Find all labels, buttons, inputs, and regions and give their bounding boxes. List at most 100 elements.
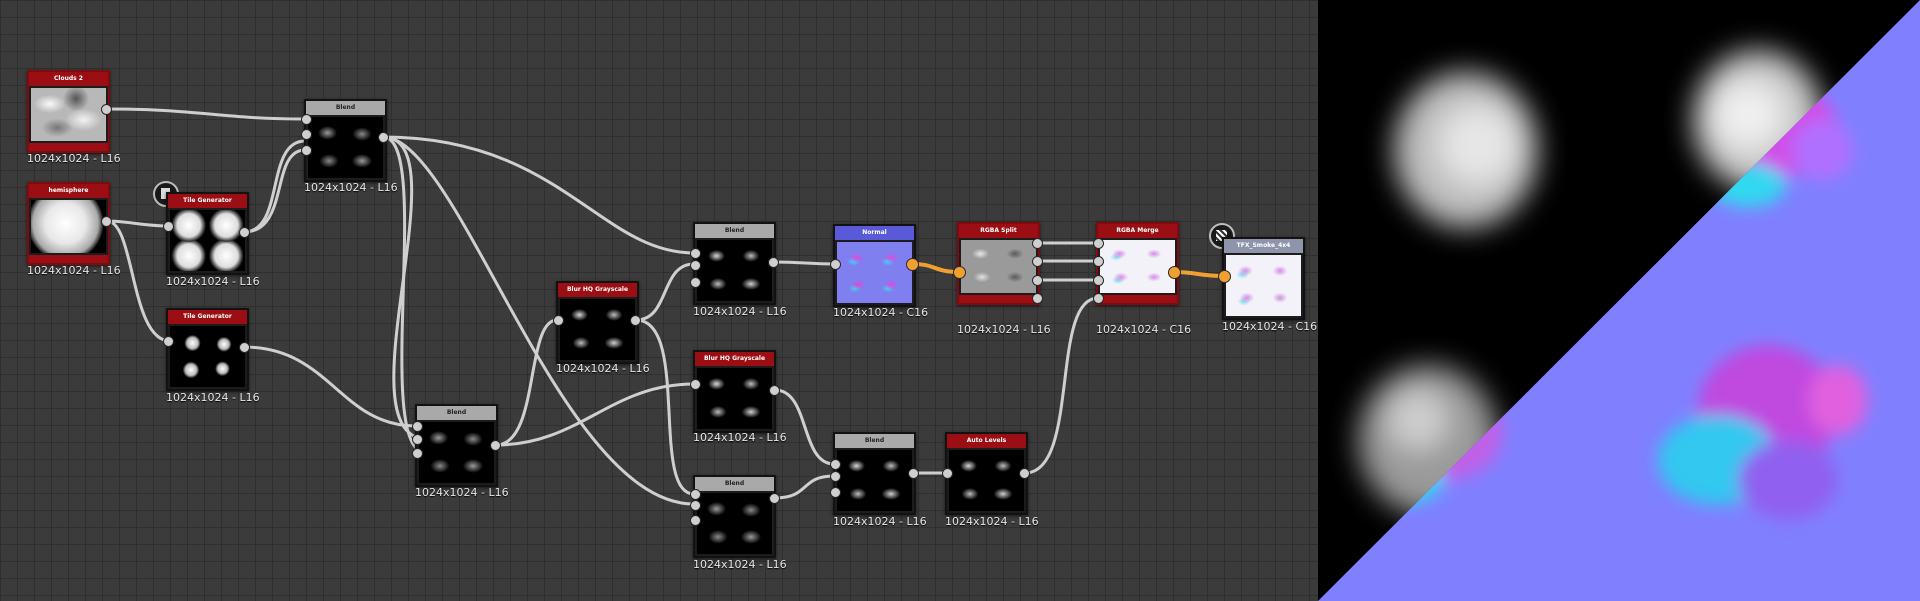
input-port-foreground[interactable] — [690, 489, 701, 500]
input-port[interactable] — [830, 259, 841, 270]
node-blur-hq-grayscale-1[interactable]: Blur HQ Grayscale — [556, 281, 639, 364]
node-blend-4[interactable]: Blend — [693, 475, 776, 558]
input-port[interactable] — [553, 315, 564, 326]
output-port[interactable] — [908, 468, 919, 479]
input-port[interactable] — [953, 266, 966, 279]
node-footer — [29, 255, 108, 263]
node-thumbnail — [697, 240, 772, 301]
output-port-b[interactable] — [1032, 275, 1043, 286]
node-title: hemisphere — [29, 184, 108, 198]
node-title: Blend — [417, 406, 496, 420]
node-thumbnail — [170, 210, 245, 271]
preview-viewport[interactable] — [1318, 0, 1920, 601]
output-port[interactable] — [769, 385, 780, 396]
wire-clouds-blend1 — [105, 107, 307, 121]
output-port-r[interactable] — [1032, 238, 1043, 249]
output-port[interactable] — [1019, 468, 1030, 479]
node-thumbnail — [949, 450, 1024, 511]
input-port-background[interactable] — [830, 471, 841, 482]
node-thumbnail — [308, 117, 383, 178]
preview-image — [1318, 0, 1920, 601]
input-port-background[interactable] — [301, 129, 312, 140]
node-title: Clouds 2 — [29, 72, 108, 86]
output-port[interactable] — [769, 493, 780, 504]
output-port-g[interactable] — [1032, 256, 1043, 267]
output-port[interactable] — [101, 104, 112, 115]
node-title: RGBA Split — [959, 224, 1038, 238]
node-thumbnail — [697, 368, 772, 429]
node-thumbnail — [31, 88, 106, 141]
node-normal[interactable]: Normal — [833, 224, 916, 307]
node-blend-2[interactable]: Blend — [415, 404, 498, 487]
output-port[interactable] — [239, 227, 250, 238]
output-port[interactable] — [906, 258, 919, 271]
node-blend-5[interactable]: Blend — [833, 432, 916, 515]
input-port-b[interactable] — [1093, 275, 1104, 286]
node-title: Blend — [835, 434, 914, 448]
node-resolution: 1024x1024 - L16 — [945, 515, 1039, 528]
input-port-background[interactable] — [690, 500, 701, 511]
node-tile-generator-1[interactable]: Tile Generator — [166, 192, 249, 275]
node-tile-generator-2[interactable]: Tile Generator — [166, 308, 249, 391]
input-port-mask[interactable] — [412, 448, 423, 459]
node-title: Blur HQ Grayscale — [558, 283, 637, 297]
input-port-a[interactable] — [1093, 293, 1104, 304]
node-resolution: 1024x1024 - L16 — [27, 264, 121, 277]
input-port-foreground[interactable] — [301, 114, 312, 125]
output-port[interactable] — [101, 216, 112, 227]
output-port[interactable] — [768, 257, 779, 268]
output-port[interactable] — [378, 132, 389, 143]
node-resolution: 1024x1024 - L16 — [166, 275, 260, 288]
wire-tile2-blend2 — [242, 345, 418, 428]
node-resolution: 1024x1024 - L16 — [304, 181, 398, 194]
input-port-background[interactable] — [690, 260, 701, 271]
node-title: Blend — [695, 477, 774, 491]
output-port[interactable] — [239, 342, 250, 353]
node-thumbnail — [1100, 240, 1175, 293]
node-clouds-2[interactable]: Clouds 2 — [27, 70, 110, 153]
input-port-foreground[interactable] — [690, 248, 701, 259]
node-title: Normal — [835, 226, 914, 240]
output-port-a[interactable] — [1032, 293, 1043, 304]
input-port-mask[interactable] — [690, 515, 701, 526]
node-hemisphere[interactable]: hemisphere — [27, 182, 110, 265]
input-port-mask[interactable] — [830, 487, 841, 498]
node-output-tfx-smoke[interactable]: TFX_Smoke_4x4 — [1222, 237, 1305, 320]
input-port-foreground[interactable] — [830, 459, 841, 470]
input-port[interactable] — [690, 379, 701, 390]
node-title: RGBA Merge — [1098, 224, 1177, 238]
input-port[interactable] — [163, 221, 174, 232]
input-port[interactable] — [163, 336, 174, 347]
node-blend-1[interactable]: Blend — [304, 99, 387, 182]
node-blur-hq-grayscale-2[interactable]: Blur HQ Grayscale — [693, 350, 776, 433]
node-auto-levels[interactable]: Auto Levels — [945, 432, 1028, 515]
node-title: Auto Levels — [947, 434, 1026, 448]
node-blend-3[interactable]: Blend — [693, 222, 776, 305]
output-port[interactable] — [630, 315, 641, 326]
node-resolution: 1024x1024 - C16 — [833, 306, 929, 319]
wire-normal-split — [911, 262, 960, 274]
node-resolution: 1024x1024 - L16 — [27, 152, 121, 165]
input-port-background[interactable] — [412, 434, 423, 445]
input-port-mask[interactable] — [690, 277, 701, 288]
input-port-r[interactable] — [1093, 238, 1104, 249]
node-rgba-split[interactable]: RGBA Split — [957, 222, 1040, 305]
node-title: Blur HQ Grayscale — [695, 352, 774, 366]
input-port[interactable] — [1218, 270, 1231, 283]
node-footer — [1098, 295, 1177, 303]
node-graph-canvas[interactable]: Clouds 2 1024x1024 - L16 hemisphere 1024… — [0, 0, 1318, 601]
output-port[interactable] — [1168, 266, 1181, 279]
node-resolution: 1024x1024 - L16 — [693, 305, 787, 318]
node-title: Tile Generator — [168, 310, 247, 324]
input-port-g[interactable] — [1093, 256, 1104, 267]
input-port-mask[interactable] — [301, 145, 312, 156]
node-rgba-merge[interactable]: RGBA Merge — [1096, 222, 1179, 305]
wire-blend2-blur2 — [494, 382, 696, 447]
node-thumbnail — [31, 200, 106, 253]
input-port[interactable] — [942, 468, 953, 479]
node-thumbnail — [170, 326, 245, 387]
output-port[interactable] — [490, 440, 501, 451]
wire-autolevels-merge — [1023, 296, 1100, 475]
input-port-foreground[interactable] — [412, 421, 423, 432]
